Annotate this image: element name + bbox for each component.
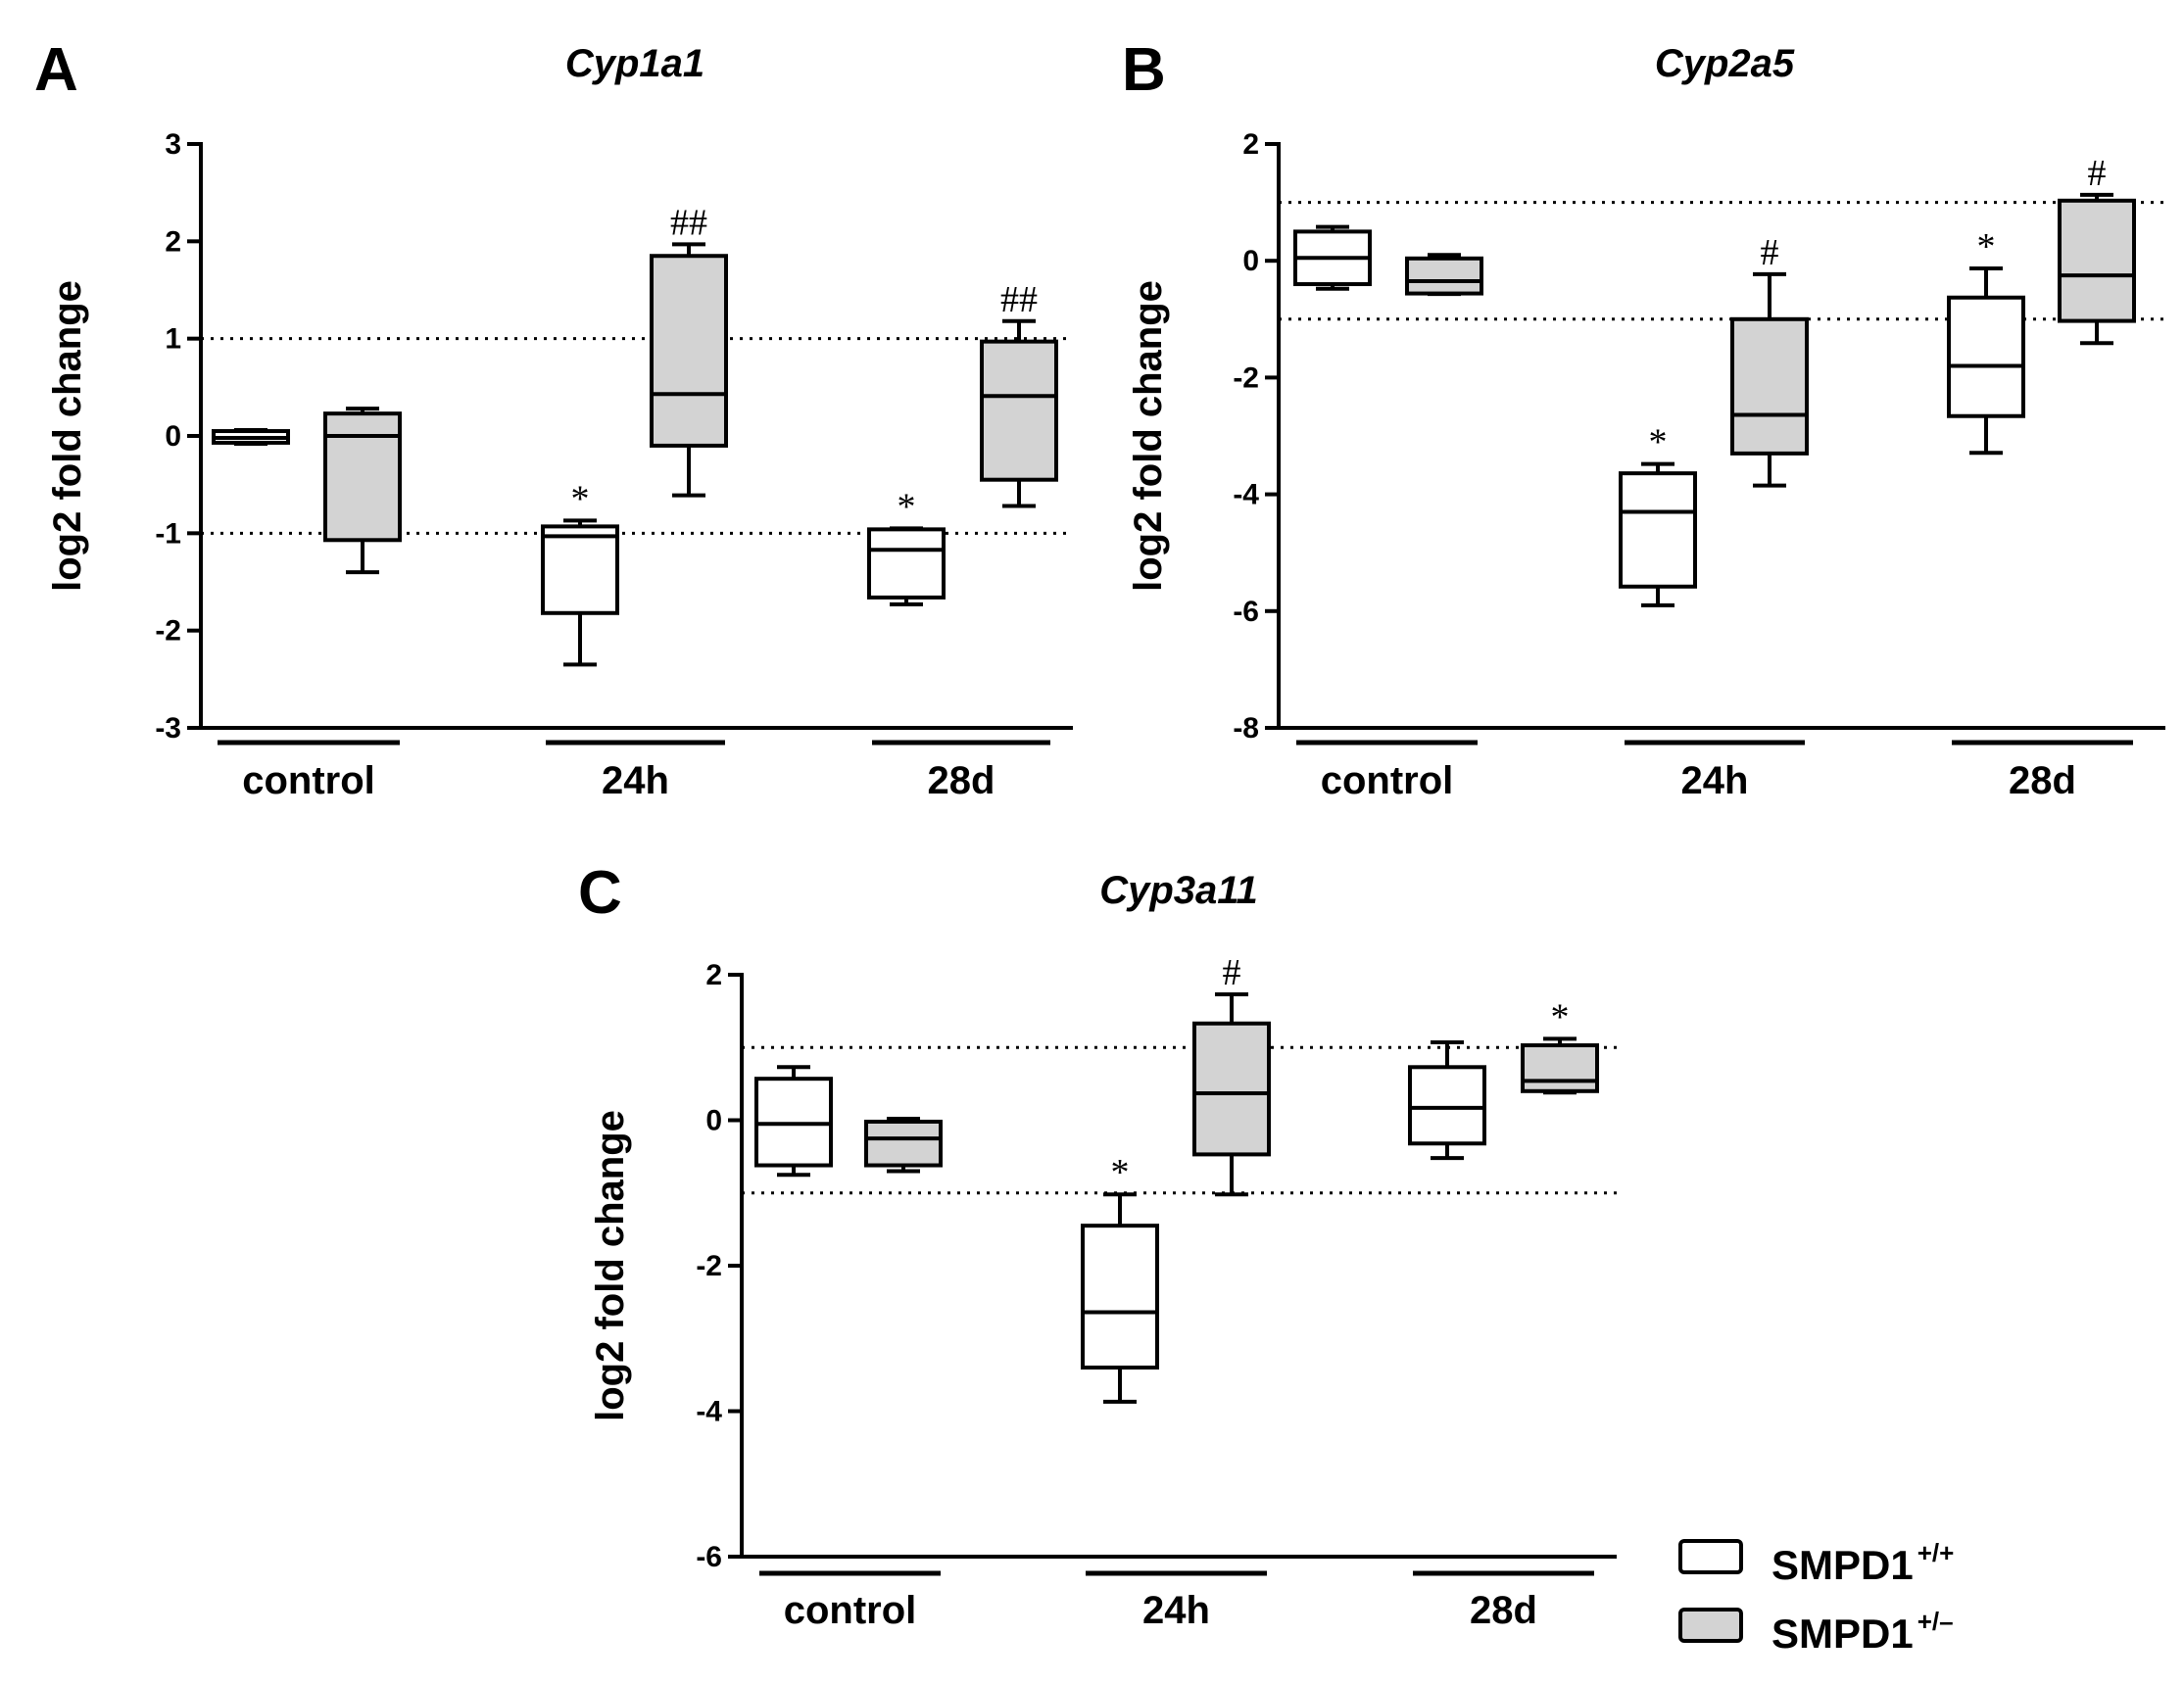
y-tick-label: 0 — [705, 1105, 722, 1137]
x-category-label: 28d — [928, 759, 995, 802]
y-tick-label: 0 — [165, 420, 181, 453]
y-tick-label: 2 — [1242, 128, 1259, 161]
significance-marker: ## — [670, 202, 707, 243]
box-plot: * — [541, 478, 619, 667]
box-plot: * — [1947, 226, 2025, 456]
legend-label-text: SMPD1 — [1771, 1542, 1914, 1588]
box-iqr — [541, 524, 619, 615]
panel-c: C Cyp3a11 log2 fold change -6 -4 -2 0 2 control 2… — [578, 859, 1617, 1632]
x-category-label: control — [242, 759, 375, 802]
x-category-label: control — [1321, 759, 1454, 802]
box-plot: * — [1521, 996, 1599, 1095]
box-plot — [1405, 253, 1483, 297]
box-iqr — [1521, 1043, 1599, 1093]
legend-label-text: SMPD1 — [1771, 1611, 1914, 1657]
legend-swatch — [1678, 1608, 1743, 1643]
y-tick-label: -4 — [1233, 479, 1259, 511]
y-tick-label: -6 — [696, 1541, 722, 1573]
significance-marker: * — [1649, 422, 1668, 463]
box-iqr — [867, 527, 946, 600]
panel-a: A Cyp1a1 log2 fold change -3 -2 -1 0 1 2 3 control… — [34, 36, 1073, 802]
box-plot: * — [1619, 422, 1697, 607]
panel-letter: A — [34, 36, 78, 104]
significance-marker: * — [1977, 226, 1996, 267]
legend-item: SMPD1+/+ — [1678, 1538, 1954, 1588]
box-iqr — [1408, 1065, 1486, 1146]
panel-letter: C — [578, 859, 622, 927]
panel-letter: B — [1122, 36, 1166, 104]
y-tick-label: 0 — [1242, 245, 1259, 277]
y-tick-label: 1 — [165, 323, 181, 356]
y-axis-label: log2 fold change — [46, 280, 89, 592]
box-plot: * — [1081, 1152, 1159, 1404]
box-plot: # — [1192, 952, 1271, 1197]
box-iqr — [1619, 471, 1697, 589]
box-iqr — [1081, 1224, 1159, 1370]
box-iqr — [2058, 198, 2136, 323]
box-iqr — [1947, 295, 2025, 418]
y-tick-label: -1 — [155, 517, 181, 550]
box-plot — [754, 1065, 833, 1178]
y-tick-label: -8 — [1233, 712, 1259, 745]
y-tick-label: -2 — [696, 1250, 722, 1282]
panel-title: Cyp2a5 — [1655, 42, 1795, 85]
x-category-label: 24h — [1681, 759, 1749, 802]
significance-marker: * — [1111, 1152, 1130, 1193]
x-category-label: 28d — [1470, 1589, 1537, 1632]
x-category-label: 24h — [602, 759, 669, 802]
significance-marker: * — [1551, 996, 1570, 1037]
box-plot: # — [1730, 232, 1809, 488]
x-category-label: control — [784, 1589, 917, 1632]
y-tick-label: 2 — [705, 959, 722, 991]
significance-marker: # — [1223, 952, 1241, 993]
box-plot: # — [2058, 153, 2136, 346]
legend-item: SMPD1+/– — [1678, 1607, 1954, 1657]
y-axis-label: log2 fold change — [1127, 280, 1170, 592]
y-tick-label: -6 — [1233, 596, 1259, 628]
panel-title: Cyp1a1 — [565, 42, 704, 85]
legend-superscript: +/+ — [1917, 1538, 1955, 1567]
box-iqr — [1405, 256, 1483, 296]
legend-superscript: +/– — [1917, 1607, 1954, 1636]
significance-marker: * — [571, 478, 590, 519]
x-category-label: 28d — [2009, 759, 2076, 802]
box-plot — [1408, 1040, 1486, 1161]
box-plot: ## — [980, 279, 1058, 508]
box-plot — [212, 428, 290, 446]
box-plot — [323, 407, 402, 575]
significance-marker: # — [1761, 232, 1779, 273]
y-tick-label: 3 — [165, 128, 181, 161]
significance-marker: ## — [1000, 279, 1038, 320]
legend-label: SMPD1+/+ — [1771, 1538, 1954, 1588]
box-iqr — [1192, 1021, 1271, 1157]
box-iqr — [650, 254, 728, 448]
legend-swatch — [1678, 1539, 1743, 1574]
y-tick-label: -4 — [696, 1396, 722, 1428]
x-category-label: 24h — [1142, 1589, 1210, 1632]
panel-title: Cyp3a11 — [1099, 869, 1258, 912]
y-tick-label: -3 — [155, 712, 181, 745]
box-iqr — [323, 411, 402, 543]
box-iqr — [980, 339, 1058, 482]
box-plot — [864, 1117, 943, 1174]
legend-label: SMPD1+/– — [1771, 1607, 1954, 1657]
y-tick-label: -2 — [155, 615, 181, 648]
box-plot: * — [867, 486, 946, 606]
significance-marker: # — [2088, 153, 2107, 194]
box-plot: ## — [650, 202, 728, 498]
y-axis-label: log2 fold change — [589, 1110, 632, 1421]
significance-marker: * — [898, 486, 916, 527]
panel-b: B Cyp2a5 log2 fold change -8 -6 -4 -2 0 2 control… — [1122, 36, 2165, 802]
box-iqr — [1730, 316, 1809, 456]
box-plot — [1293, 224, 1372, 291]
legend: SMPD1+/+SMPD1+/– — [1678, 1538, 1954, 1657]
y-tick-label: -2 — [1233, 361, 1259, 394]
box-iqr — [864, 1119, 943, 1168]
y-tick-label: 2 — [165, 225, 181, 258]
